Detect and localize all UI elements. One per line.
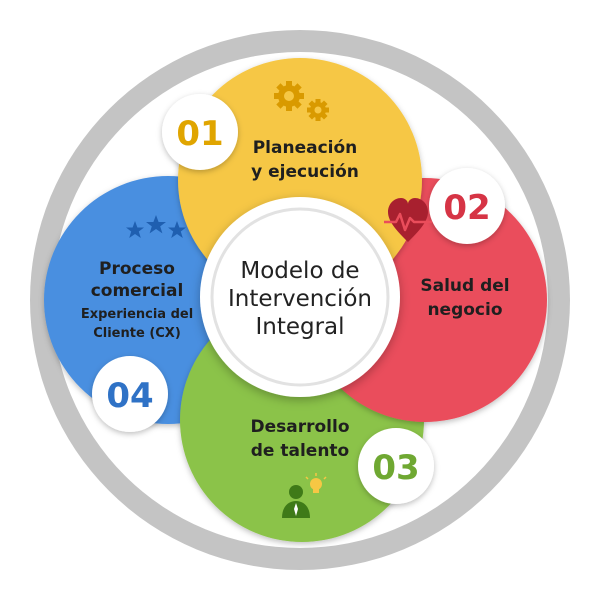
section-02-title-line2: negocio bbox=[427, 300, 502, 320]
section-04-title-line2: comercial bbox=[91, 281, 184, 301]
section-04-subtitle-line2: Cliente (CX) bbox=[93, 326, 181, 341]
badge-03: 03 bbox=[358, 428, 434, 504]
svg-text:01: 01 bbox=[176, 114, 223, 154]
center-circle-inner bbox=[210, 207, 390, 387]
section-01-title-line1: Planeación bbox=[253, 138, 358, 158]
section-02-title-line1: Salud del bbox=[420, 276, 509, 296]
section-01-title-line2: y ejecución bbox=[251, 162, 359, 182]
center-title-line3: Integral bbox=[255, 314, 344, 340]
svg-text:02: 02 bbox=[443, 188, 490, 228]
heart-pulse-icon bbox=[384, 198, 432, 242]
section-04-title-line1: Proceso bbox=[99, 259, 175, 279]
center-title-line2: Intervención bbox=[228, 286, 372, 312]
center-title-line1: Modelo de bbox=[240, 258, 359, 284]
badge-04: 04 bbox=[92, 356, 168, 432]
badge-02: 02 bbox=[429, 168, 505, 244]
section-04-subtitle-line1: Experiencia del bbox=[81, 307, 193, 322]
section-03-title-line2: de talento bbox=[251, 441, 349, 461]
stars-icon bbox=[126, 215, 186, 238]
svg-text:03: 03 bbox=[372, 448, 419, 488]
person-idea-icon bbox=[282, 473, 327, 518]
svg-text:04: 04 bbox=[106, 376, 153, 416]
section-03-title-line1: Desarrollo bbox=[250, 417, 349, 437]
badge-01: 01 bbox=[162, 94, 238, 170]
